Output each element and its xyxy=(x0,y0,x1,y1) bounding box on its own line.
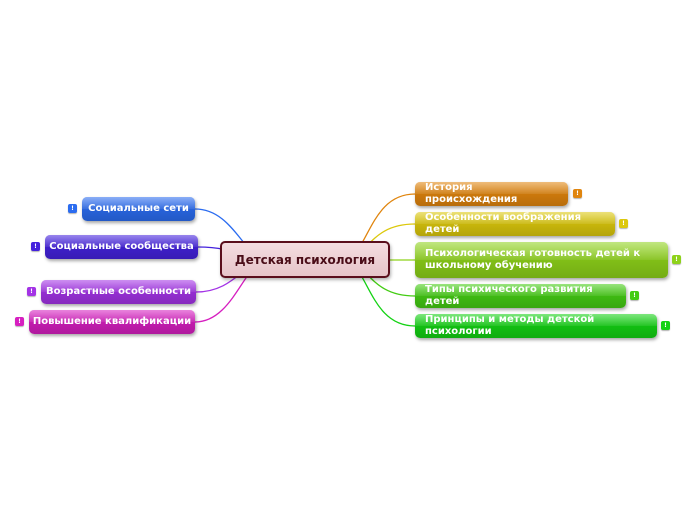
topic-social-networks[interactable]: Социальные сети xyxy=(82,197,195,221)
topic-label: Типы психического развития детей xyxy=(425,284,593,307)
topic-label: Социальные сети xyxy=(88,203,189,214)
topic-development-types[interactable]: Типы психического развития детей xyxy=(415,284,626,308)
topic-age-features[interactable]: Возрастные особенности xyxy=(41,280,196,304)
topic-label: Социальные сообщества xyxy=(49,241,194,252)
topic-label: Особенности воображения детей xyxy=(425,212,581,235)
note-icon[interactable]: ! xyxy=(619,219,628,228)
note-icon[interactable]: ! xyxy=(15,317,24,326)
topic-label: Возрастные особенности xyxy=(46,286,191,297)
topic-label: Повышение квалификации xyxy=(32,316,192,327)
topic-label: История происхождения xyxy=(425,182,518,205)
topic-label: Психологическая готовность детей к школь… xyxy=(425,248,641,271)
topic-qualification[interactable]: Повышение квалификации xyxy=(29,310,195,334)
topic-label: Принципы и методы детской психологии xyxy=(425,314,595,337)
central-topic[interactable]: Детская психология xyxy=(220,241,390,278)
note-icon[interactable]: ! xyxy=(31,242,40,251)
topic-origin-history[interactable]: История происхождения xyxy=(415,182,568,206)
central-topic-label: Детская психология xyxy=(234,252,376,267)
note-icon[interactable]: ! xyxy=(573,189,582,198)
note-icon[interactable]: ! xyxy=(27,287,36,296)
note-icon[interactable]: ! xyxy=(68,204,77,213)
topic-imagination[interactable]: Особенности воображения детей xyxy=(415,212,615,236)
note-icon[interactable]: ! xyxy=(630,291,639,300)
topic-principles-methods[interactable]: Принципы и методы детской психологии xyxy=(415,314,657,338)
topic-school-readiness[interactable]: Психологическая готовность детей к школь… xyxy=(415,242,668,278)
note-icon[interactable]: ! xyxy=(672,255,681,264)
note-icon[interactable]: ! xyxy=(661,321,670,330)
topic-social-communities[interactable]: Социальные сообщества xyxy=(45,235,198,259)
